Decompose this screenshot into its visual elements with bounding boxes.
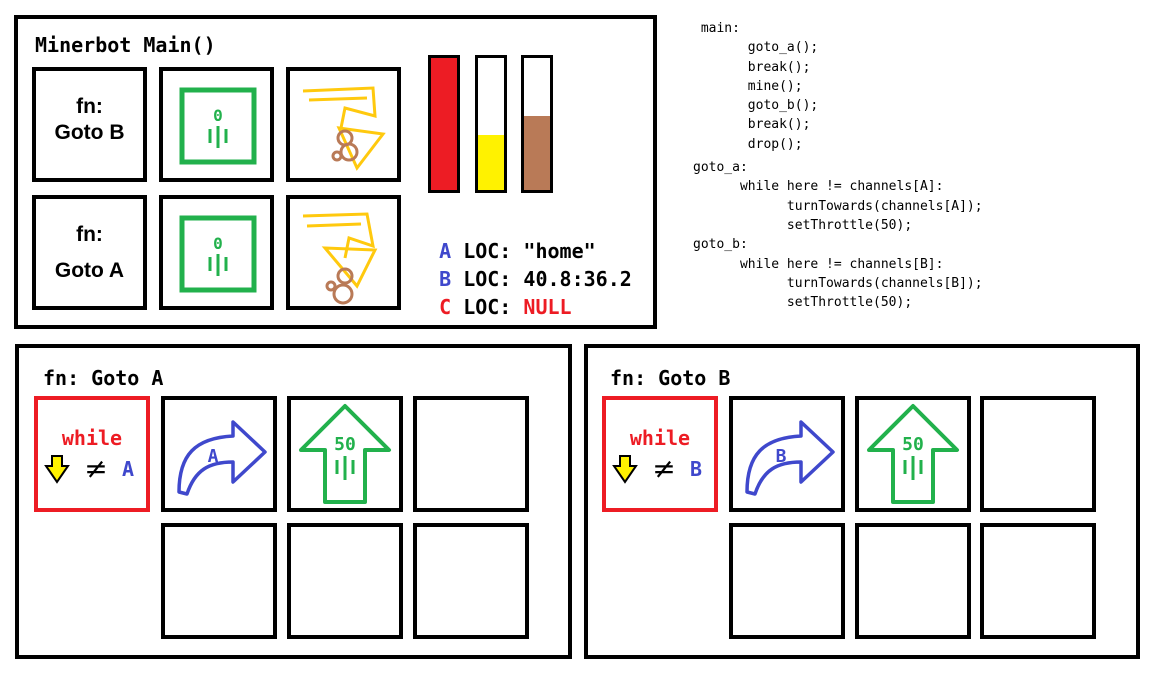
empty-slot[interactable] xyxy=(413,396,529,512)
channel-a-loc: A LOC: "home" xyxy=(415,215,596,263)
throttle-value: 0 xyxy=(213,234,223,253)
bar-brown-fill xyxy=(524,116,550,190)
channel-letter: C xyxy=(439,295,452,319)
fn-panel-title: fn: Goto B xyxy=(610,366,731,390)
turn-target: B xyxy=(776,446,787,467)
code-line: break(); xyxy=(693,117,811,133)
main-slot-mine[interactable] xyxy=(286,195,401,310)
up-arrow-icon: 50 xyxy=(867,404,959,504)
turn-arrow-icon: B xyxy=(745,420,835,496)
while-target: B xyxy=(690,457,702,481)
bar-yellow-fill xyxy=(478,134,504,190)
main-slot-fn-goto-a[interactable]: fn: Goto A xyxy=(32,195,147,310)
code-line: mine(); xyxy=(693,78,803,94)
code-line: while here != channels[B]: xyxy=(693,256,944,272)
while-condition: while ≠ A xyxy=(44,426,134,485)
channel-value: 40.8:36.2 xyxy=(523,267,632,291)
while-label: while xyxy=(630,426,690,450)
bar-brown xyxy=(521,55,553,193)
bar-yellow xyxy=(475,55,507,193)
throttle-value: 0 xyxy=(213,106,223,125)
code-line: turnTowards(channels[A]); xyxy=(693,198,983,214)
up-arrow-icon: 50 xyxy=(299,404,391,504)
channel-c-loc: C LOC: NULL xyxy=(415,271,572,319)
throttle-block[interactable]: 50 xyxy=(287,396,403,512)
code-line: setThrottle(50); xyxy=(693,217,913,233)
throttle-icon: 0 xyxy=(179,215,257,293)
fn-panel-title: fn: Goto A xyxy=(43,366,164,390)
turn-towards-block[interactable]: B xyxy=(729,396,845,512)
code-line: drop(); xyxy=(693,136,803,152)
channel-letter: A xyxy=(439,239,452,263)
throttle-value: 50 xyxy=(334,434,356,455)
fn-name: Goto A xyxy=(54,259,125,282)
code-listing: main: goto_a(); break(); mine(); goto_b(… xyxy=(693,19,983,312)
code-line: goto_b: xyxy=(693,237,748,253)
channel-letter: B xyxy=(439,267,452,291)
code-line: break(); xyxy=(693,59,811,75)
code-line: setThrottle(50); xyxy=(693,295,913,311)
turn-towards-block[interactable]: A xyxy=(161,396,277,512)
throttle-block[interactable]: 50 xyxy=(855,396,971,512)
main-slot-mine[interactable] xyxy=(286,67,401,182)
empty-slot[interactable] xyxy=(980,523,1096,639)
empty-slot[interactable] xyxy=(855,523,971,639)
while-block[interactable]: while ≠ B xyxy=(602,396,718,512)
code-line: main: xyxy=(693,21,740,36)
while-target: A xyxy=(122,457,134,481)
empty-slot[interactable] xyxy=(980,396,1096,512)
mine-icon xyxy=(302,212,378,305)
empty-slot[interactable] xyxy=(413,523,529,639)
turn-target: A xyxy=(208,446,219,467)
channel-value: "home" xyxy=(523,239,596,263)
channel-label: LOC: xyxy=(463,295,512,319)
main-slot-fn-goto-b[interactable]: fn: Goto B xyxy=(32,67,147,182)
down-arrow-icon xyxy=(612,455,638,484)
empty-slot[interactable] xyxy=(287,523,403,639)
main-slot-throttle[interactable]: 0 xyxy=(159,67,274,182)
throttle-value: 50 xyxy=(902,434,924,455)
fn-prefix: fn: xyxy=(76,223,103,246)
channel-label: LOC: xyxy=(463,239,512,263)
main-slot-throttle[interactable]: 0 xyxy=(159,195,274,310)
bar-red-fill xyxy=(431,58,457,190)
code-line: turnTowards(channels[B]); xyxy=(693,275,983,291)
channel-value: NULL xyxy=(523,295,572,319)
while-condition: while ≠ B xyxy=(612,426,702,485)
code-line: goto_b(); xyxy=(693,98,819,114)
code-line: goto_a(); xyxy=(693,40,819,56)
channel-b-loc: B LOC: 40.8:36.2 xyxy=(415,243,632,291)
mine-icon xyxy=(302,86,386,171)
bar-red xyxy=(428,55,460,193)
fn-name: Goto B xyxy=(54,121,125,144)
code-line: while here != channels[A]: xyxy=(693,179,944,195)
turn-arrow-icon: A xyxy=(177,420,267,496)
empty-slot[interactable] xyxy=(729,523,845,639)
not-equal-icon: ≠ xyxy=(652,452,675,485)
empty-slot[interactable] xyxy=(161,523,277,639)
while-label: while xyxy=(62,426,122,450)
channel-label: LOC: xyxy=(463,267,512,291)
not-equal-icon: ≠ xyxy=(84,452,107,485)
main-panel-title: Minerbot Main() xyxy=(35,33,216,57)
down-arrow-icon xyxy=(44,455,70,484)
code-line: goto_a: xyxy=(693,160,748,176)
throttle-icon: 0 xyxy=(179,87,257,165)
while-block[interactable]: while ≠ A xyxy=(34,396,150,512)
fn-prefix: fn: xyxy=(76,95,103,118)
